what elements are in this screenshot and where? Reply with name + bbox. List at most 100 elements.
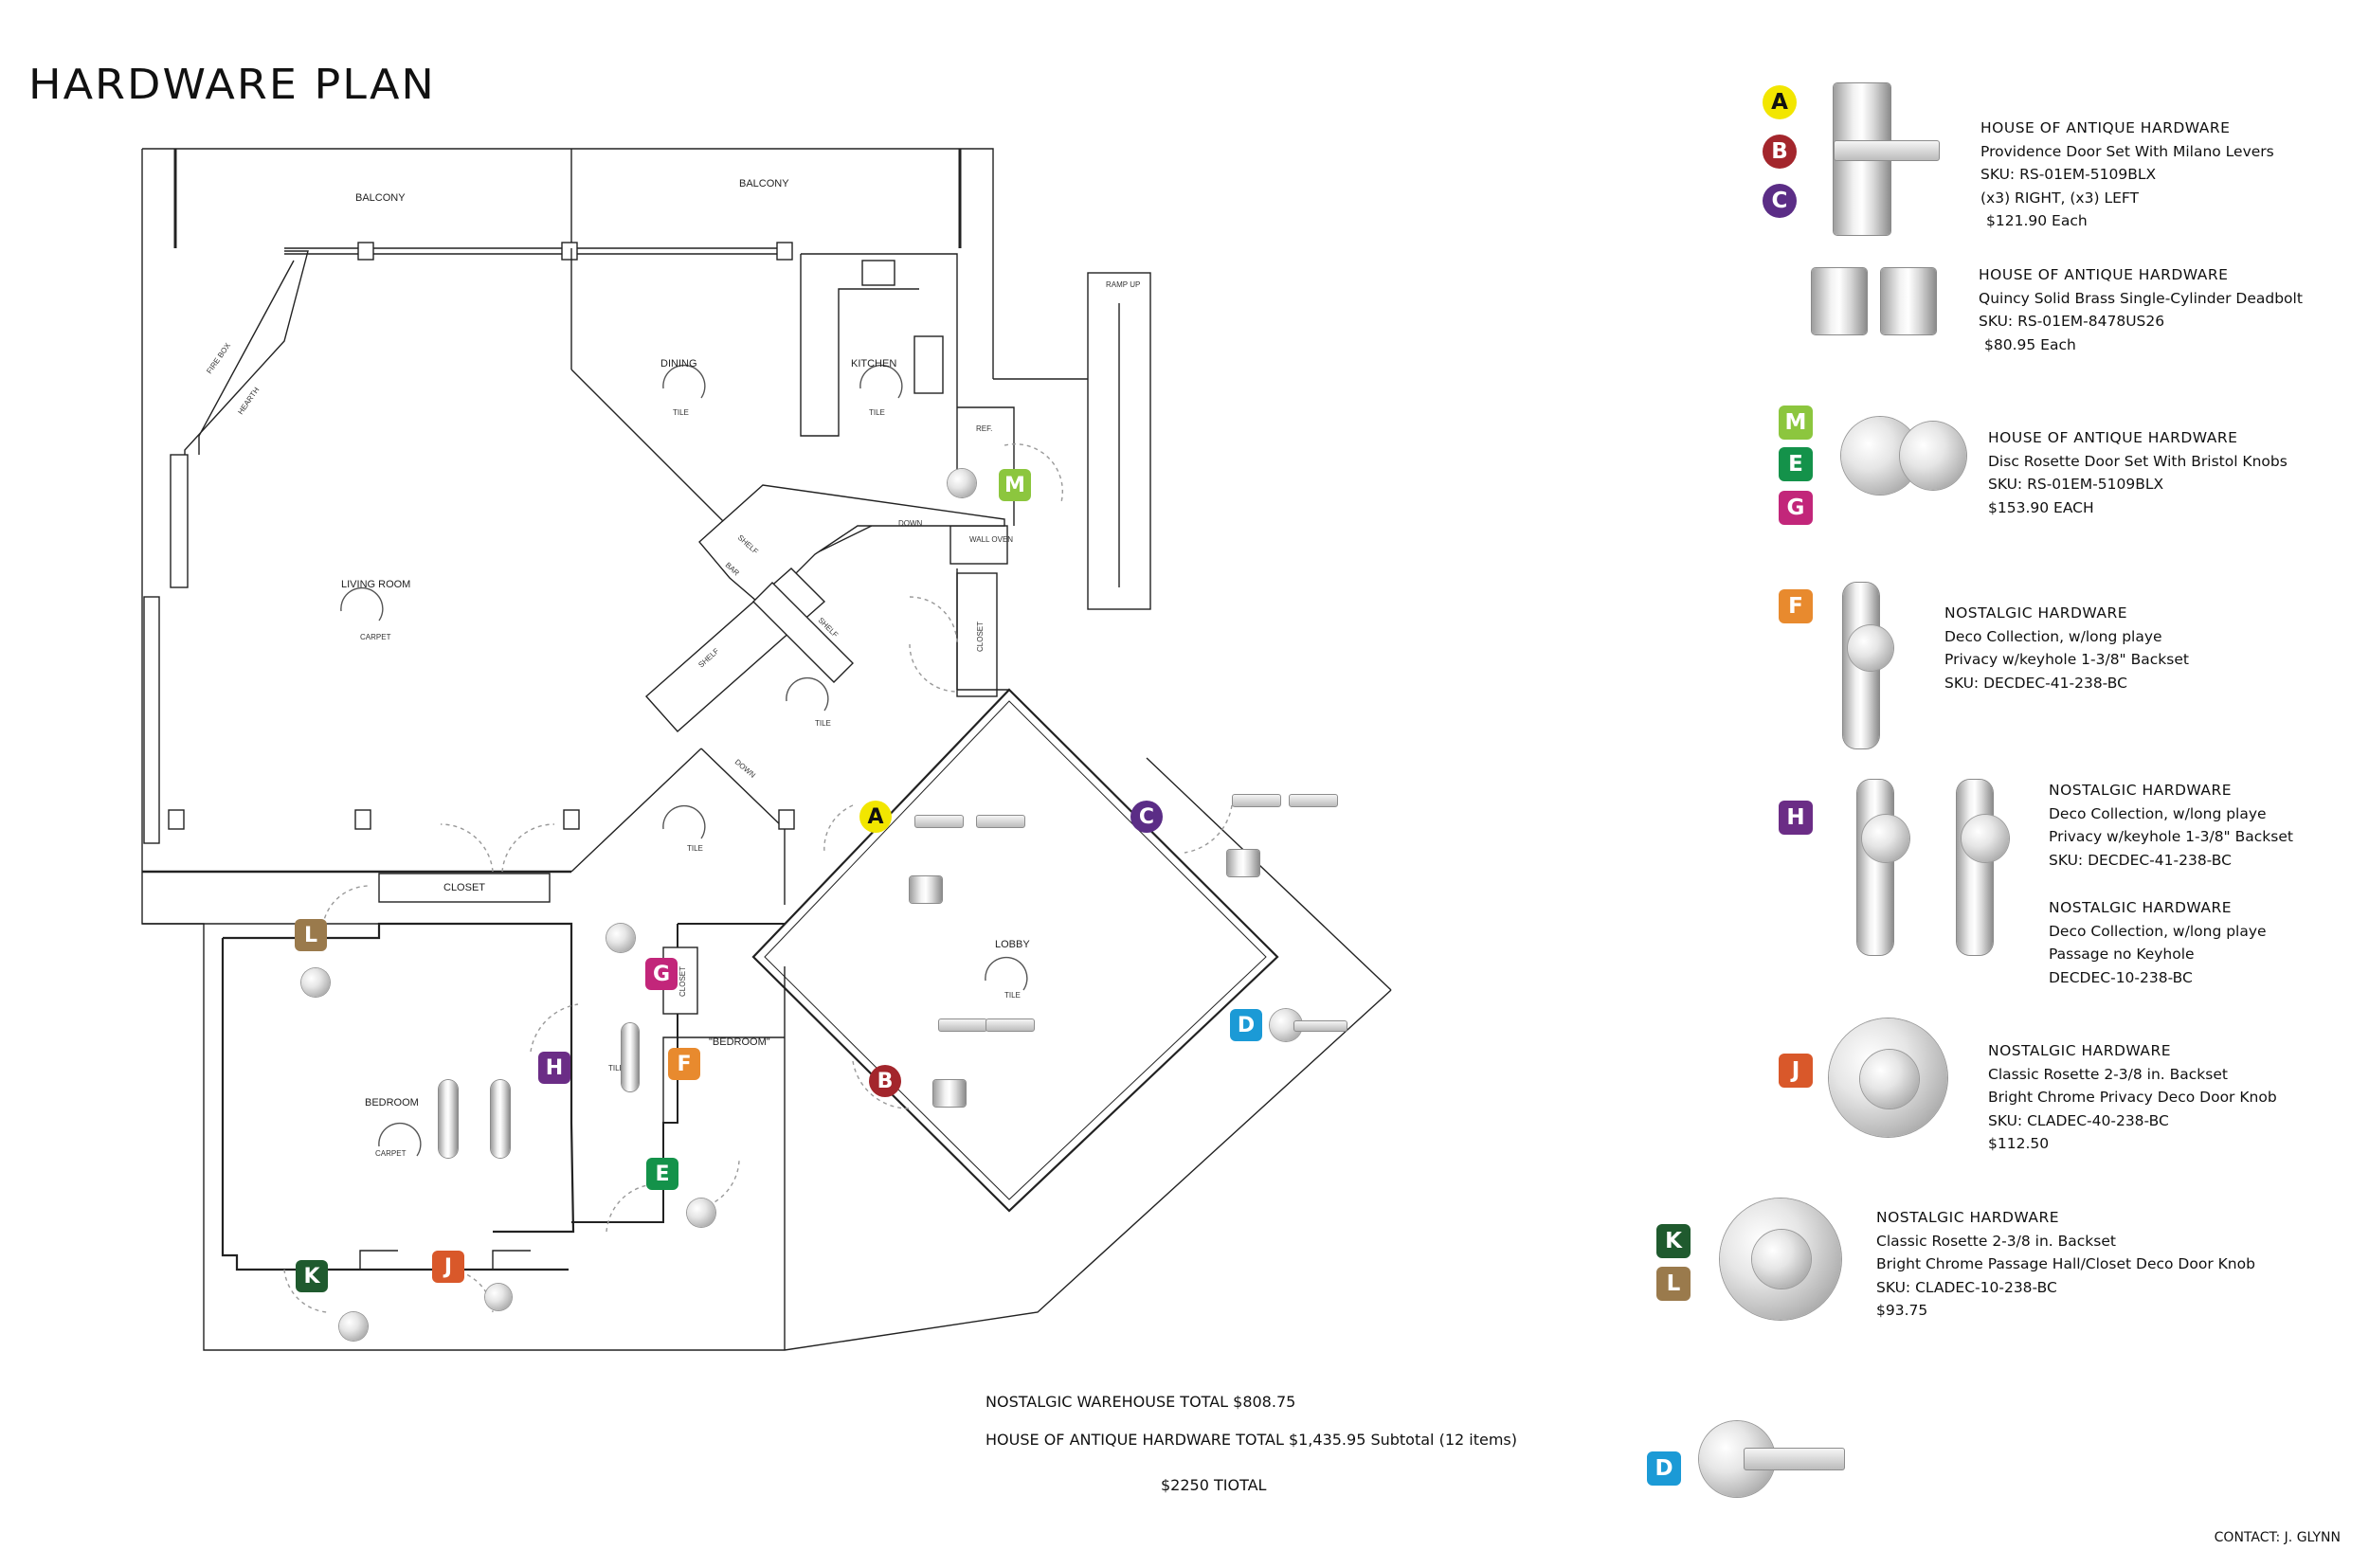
label-bedroom: BEDROOM xyxy=(365,1097,419,1108)
lever-arm-image xyxy=(1834,140,1940,161)
marker-b[interactable]: B xyxy=(869,1065,901,1097)
lever-thumb-a2 xyxy=(976,815,1025,828)
label-living-room: LIVING ROOM xyxy=(341,579,410,590)
legend-letter-a: A xyxy=(1771,90,1788,115)
legend-letter-h: H xyxy=(1786,805,1805,830)
label-dining: DINING xyxy=(660,358,697,369)
label-balcony-left: BALCONY xyxy=(355,192,406,204)
legend-line: $80.95 Each xyxy=(1984,335,2076,353)
deco-knob-image-f xyxy=(1848,625,1893,671)
label-tile-center: TILE xyxy=(687,844,703,853)
plate-thumb-f xyxy=(622,1023,639,1091)
legend-badge-f: F xyxy=(1779,589,1813,623)
legend-vendor-f: NOSTALGIC HARDWARE xyxy=(1944,604,2128,622)
page-title: HARDWARE PLAN xyxy=(28,60,436,109)
label-lobby-floor: TILE xyxy=(1004,991,1021,1000)
legend-letter-m: M xyxy=(1784,410,1807,435)
label-bedroom-quote: "BEDROOM" xyxy=(709,1036,770,1048)
legend-line: Bright Chrome Privacy Deco Door Knob xyxy=(1988,1089,2277,1106)
marker-h[interactable]: H xyxy=(538,1052,570,1084)
legend-letter-f: F xyxy=(1788,594,1803,619)
rosette-knob-image-kl xyxy=(1752,1230,1811,1289)
plate-thumb-h1 xyxy=(439,1080,458,1158)
total-nostalgic: NOSTALGIC WAREHOUSE TOTAL $808.75 xyxy=(986,1393,1296,1411)
marker-l-letter: L xyxy=(303,923,318,947)
deco-knob-image-h1 xyxy=(1862,815,1909,862)
marker-l[interactable]: L xyxy=(295,919,327,951)
total-grand: $2250 TIOTAL xyxy=(1161,1476,1267,1494)
knob-thumb-g xyxy=(606,924,635,952)
label-bedroom-floor: CARPET xyxy=(375,1149,407,1158)
marker-j[interactable]: J xyxy=(432,1251,464,1283)
legend-line: Quincy Solid Brass Single-Cylinder Deadb… xyxy=(1979,289,2303,307)
legend-entry-abc: HOUSE OF ANTIQUE HARDWARE Providence Doo… xyxy=(1980,117,2274,233)
legend-line: $112.50 xyxy=(1988,1135,2050,1152)
deco-plate-image-h2 xyxy=(1957,780,1993,955)
label-bath-floor: TILE xyxy=(608,1064,624,1072)
lever-arm-thumb-d xyxy=(1293,1020,1347,1032)
total-house: HOUSE OF ANTIQUE HARDWARE TOTAL $1,435.9… xyxy=(986,1431,1517,1449)
lever-thumb-b1 xyxy=(938,1018,987,1032)
marker-k[interactable]: K xyxy=(296,1260,328,1292)
label-ramp: RAMP UP xyxy=(1106,280,1140,289)
legend-line: (x3) RIGHT, (x3) LEFT xyxy=(1980,189,2139,207)
label-living-floor: CARPET xyxy=(360,633,391,641)
lever-thumb-c1 xyxy=(1232,794,1281,807)
legend-badge-c: C xyxy=(1763,184,1797,218)
legend-line: DECDEC-10-238-BC xyxy=(2049,968,2193,986)
legend-line: SKU: DECDEC-41-238-BC xyxy=(2049,851,2232,869)
marker-g-letter: G xyxy=(652,962,671,986)
label-closet-1: CLOSET xyxy=(976,622,985,652)
legend-vendor-j: NOSTALGIC HARDWARE xyxy=(1988,1042,2172,1059)
lobby-outline xyxy=(751,688,1279,1213)
marker-f-letter: F xyxy=(677,1052,692,1076)
legend-entry-j: NOSTALGIC HARDWARE Classic Rosette 2-3/8… xyxy=(1988,1039,2277,1156)
deadbolt-image-left xyxy=(1812,268,1867,334)
legend-entry-deadbolt: HOUSE OF ANTIQUE HARDWARE Quincy Solid B… xyxy=(1979,263,2303,356)
marker-a[interactable]: A xyxy=(859,801,892,833)
deadbolt-thumb-b xyxy=(933,1080,966,1107)
knob-thumb-j xyxy=(485,1284,512,1310)
lever-thumb-c2 xyxy=(1289,794,1338,807)
marker-e[interactable]: E xyxy=(646,1158,678,1190)
legend-badge-b: B xyxy=(1763,135,1797,169)
legend-line: SKU: RS-01EM-5109BLX xyxy=(1988,476,2164,493)
legend-entry-meg: HOUSE OF ANTIQUE HARDWARE Disc Rosette D… xyxy=(1988,426,2288,519)
legend-vendor-deadbolt: HOUSE OF ANTIQUE HARDWARE xyxy=(1979,266,2229,283)
marker-e-letter: E xyxy=(655,1162,670,1186)
legend-line: Disc Rosette Door Set With Bristol Knobs xyxy=(1988,452,2288,470)
deco-knob-image-h2 xyxy=(1962,815,2009,862)
legend-line: Deco Collection, w/long playe xyxy=(2049,922,2267,940)
legend-letter-b: B xyxy=(1771,139,1788,164)
legend-badge-a: A xyxy=(1763,85,1797,119)
marker-d[interactable]: D xyxy=(1230,1009,1262,1041)
legend-line: $93.75 xyxy=(1876,1302,1928,1319)
legend-line: $121.90 Each xyxy=(1986,212,2088,229)
lever-thumb-b2 xyxy=(986,1018,1035,1032)
legend-badge-j: J xyxy=(1779,1054,1813,1088)
rosette-knob-image-j xyxy=(1860,1050,1919,1108)
legend-vendor-h: NOSTALGIC HARDWARE xyxy=(2049,782,2233,799)
legend-line: Classic Rosette 2-3/8 in. Backset xyxy=(1876,1232,2116,1250)
legend-line: Classic Rosette 2-3/8 in. Backset xyxy=(1988,1065,2228,1083)
marker-d-letter: D xyxy=(1237,1013,1256,1037)
label-kitchen-floor: TILE xyxy=(869,408,885,417)
legend-badge-h: H xyxy=(1779,801,1813,835)
label-down-1: DOWN xyxy=(898,519,923,528)
legend-entry-h: NOSTALGIC HARDWARE Deco Collection, w/lo… xyxy=(2049,779,2293,872)
legend-line: Deco Collection, w/long playe xyxy=(2049,804,2267,822)
marker-h-letter: H xyxy=(545,1055,564,1080)
closet-top-box xyxy=(378,873,551,903)
bedroom-wall xyxy=(223,922,575,1234)
marker-c[interactable]: C xyxy=(1130,801,1163,833)
marker-m[interactable]: M xyxy=(999,469,1031,501)
legend-line: Providence Door Set With Milano Levers xyxy=(1980,142,2274,160)
marker-g[interactable]: G xyxy=(645,958,678,990)
label-kitchen: KITCHEN xyxy=(851,358,896,369)
knob-thumb-k xyxy=(339,1312,368,1341)
label-dining-floor: TILE xyxy=(673,408,689,417)
legend-letter-j: J xyxy=(1791,1058,1800,1083)
marker-c-letter: C xyxy=(1138,804,1155,829)
marker-f[interactable]: F xyxy=(668,1048,700,1080)
outer-wall-top xyxy=(142,148,994,379)
